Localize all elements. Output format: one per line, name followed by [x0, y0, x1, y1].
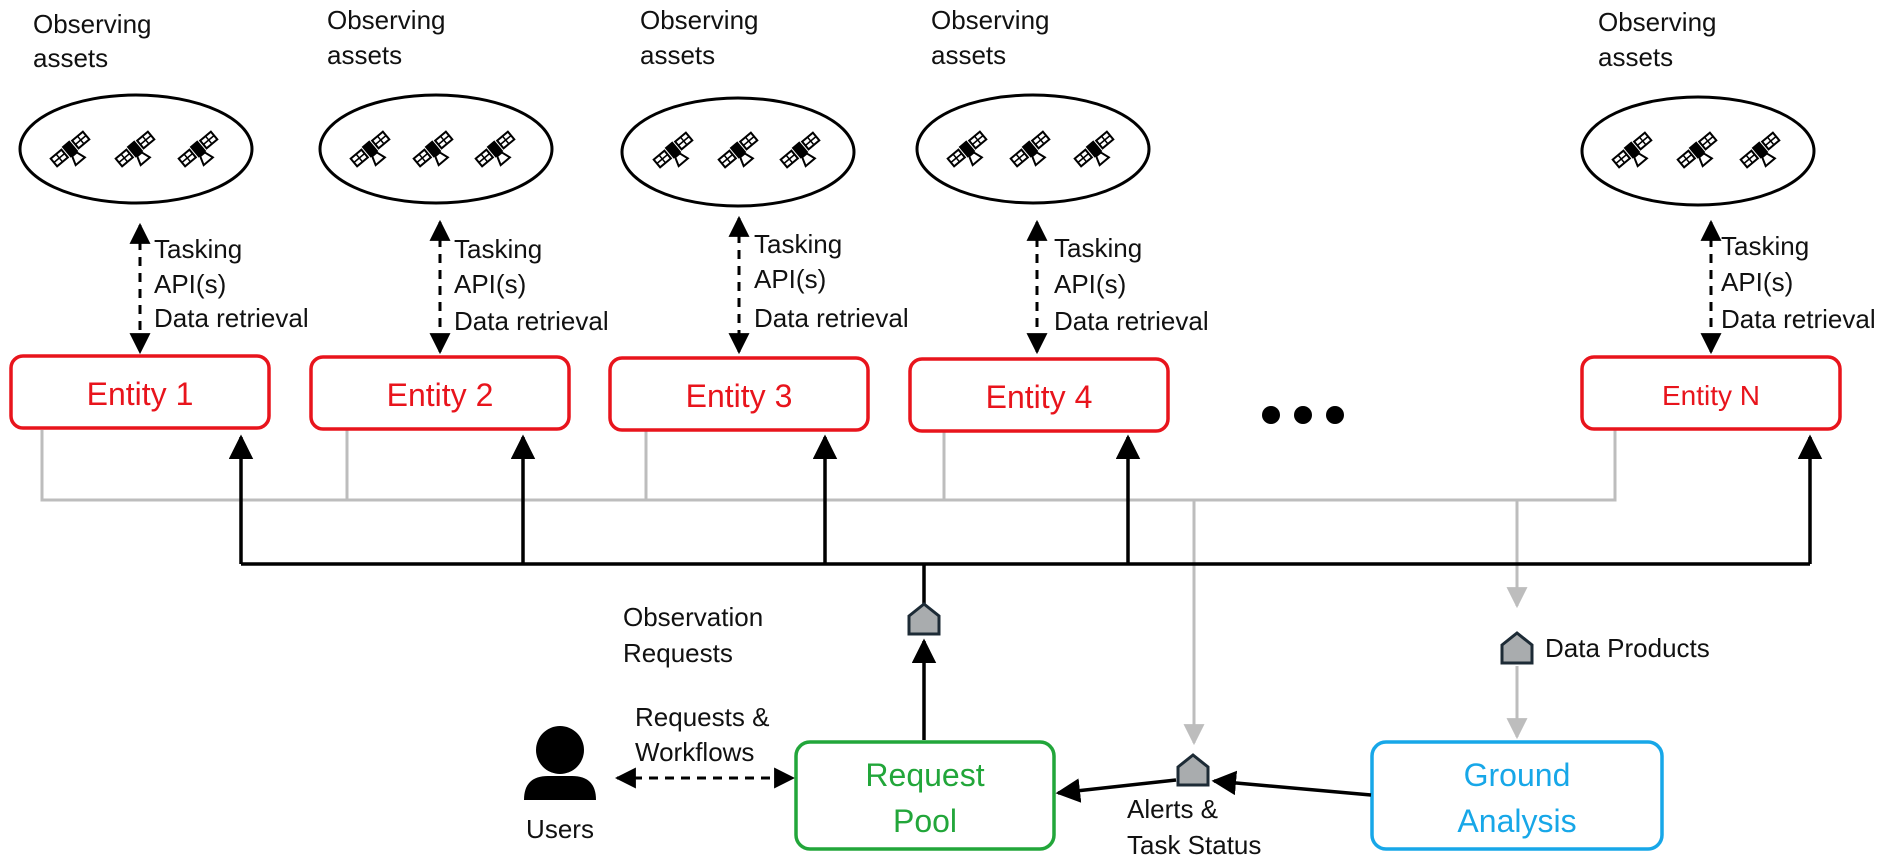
entity-box [1580, 355, 1842, 431]
asset-group-3: Observing assets [620, 5, 856, 208]
entity-box [908, 357, 1170, 433]
requests-workflows-label: Requests & [635, 702, 769, 732]
tasking-label-2: Tasking API(s) Data retrieval [454, 234, 609, 336]
asset-group-label: assets [33, 43, 108, 73]
alerts-label: Task Status [1127, 830, 1261, 860]
tasking-text: Tasking [1054, 233, 1142, 263]
asset-group-label: assets [931, 40, 1006, 70]
request-pool-box [794, 740, 1056, 851]
entity-3: Entity 3 [608, 356, 870, 432]
request-bus [228, 434, 1823, 740]
entity-box [608, 356, 870, 432]
asset-group-label: Observing [1598, 7, 1717, 37]
asset-group-label: assets [327, 40, 402, 70]
entity-label: Entity 3 [686, 378, 793, 414]
entity-1: Entity 1 [9, 354, 271, 430]
request-pool-label: Pool [893, 803, 957, 839]
asset-group-label: Observing [327, 5, 446, 35]
data-retrieval-text: Data retrieval [454, 306, 609, 336]
observation-requests-label: Requests [623, 638, 733, 668]
observation-requests-marker-icon [907, 602, 941, 636]
api-text: API(s) [1054, 269, 1126, 299]
ground-analysis-box [1370, 740, 1664, 851]
ground-analysis: Ground Analysis [1370, 740, 1664, 851]
entity-label: Entity N [1662, 380, 1760, 411]
entity-label: Entity 1 [87, 376, 194, 412]
data-products-marker-icon [1500, 631, 1534, 665]
alerts-label: Alerts & [1127, 794, 1218, 824]
asset-group-n: Observing assets [1580, 7, 1816, 207]
ellipsis-dots-icon [1262, 406, 1344, 424]
ground-analysis-label: Ground [1464, 757, 1571, 793]
tasking-label-n: Tasking API(s) Data retrieval [1721, 231, 1876, 334]
asset-group-1: Observing assets [18, 9, 254, 205]
ground-analysis-label: Analysis [1457, 803, 1576, 839]
tasking-text: Tasking [154, 234, 242, 264]
tasking-label-1: Tasking API(s) Data retrieval [154, 234, 309, 333]
entity-box [309, 355, 571, 431]
tasking-text: Tasking [1721, 231, 1809, 261]
user-icon [524, 726, 596, 800]
asset-group-label: Observing [640, 5, 759, 35]
api-text: API(s) [454, 269, 526, 299]
entity-box [9, 354, 271, 430]
tasking-text: Tasking [454, 234, 542, 264]
users: Users [524, 726, 596, 844]
entity-n: Entity N [1580, 355, 1842, 431]
entity-2: Entity 2 [309, 355, 571, 431]
entity-label: Entity 2 [387, 377, 494, 413]
asset-group-label: assets [1598, 42, 1673, 72]
users-label: Users [526, 814, 594, 844]
api-text: API(s) [1721, 267, 1793, 297]
asset-group-label: Observing [33, 9, 152, 39]
asset-group-label: assets [640, 40, 715, 70]
data-products-label: Data Products [1545, 633, 1710, 663]
tasking-label-4: Tasking API(s) Data retrieval [1054, 233, 1209, 336]
asset-group-label: Observing [931, 5, 1050, 35]
asset-group-2: Observing assets [318, 5, 554, 205]
alerts-marker-icon [1176, 753, 1210, 787]
entity-label: Entity 4 [986, 379, 1093, 415]
data-bus [40, 430, 1617, 746]
data-retrieval-text: Data retrieval [754, 303, 909, 333]
request-pool: Request Pool [794, 740, 1056, 851]
api-text: API(s) [154, 269, 226, 299]
entity-4: Entity 4 [908, 357, 1170, 433]
request-pool-label: Request [865, 757, 984, 793]
requests-workflows-label: Workflows [635, 737, 754, 767]
observation-requests-label: Observation [623, 602, 763, 632]
tasking-text: Tasking [754, 229, 842, 259]
data-retrieval-text: Data retrieval [1054, 306, 1209, 336]
data-retrieval-text: Data retrieval [1721, 304, 1876, 334]
alerts-arrow-to-request-pool [1055, 778, 1177, 803]
alerts-arrow-from-ground [1211, 770, 1372, 797]
asset-group-4: Observing assets [915, 5, 1151, 205]
data-retrieval-text: Data retrieval [154, 303, 309, 333]
tasking-label-3: Tasking API(s) Data retrieval [754, 229, 909, 333]
api-text: API(s) [754, 264, 826, 294]
